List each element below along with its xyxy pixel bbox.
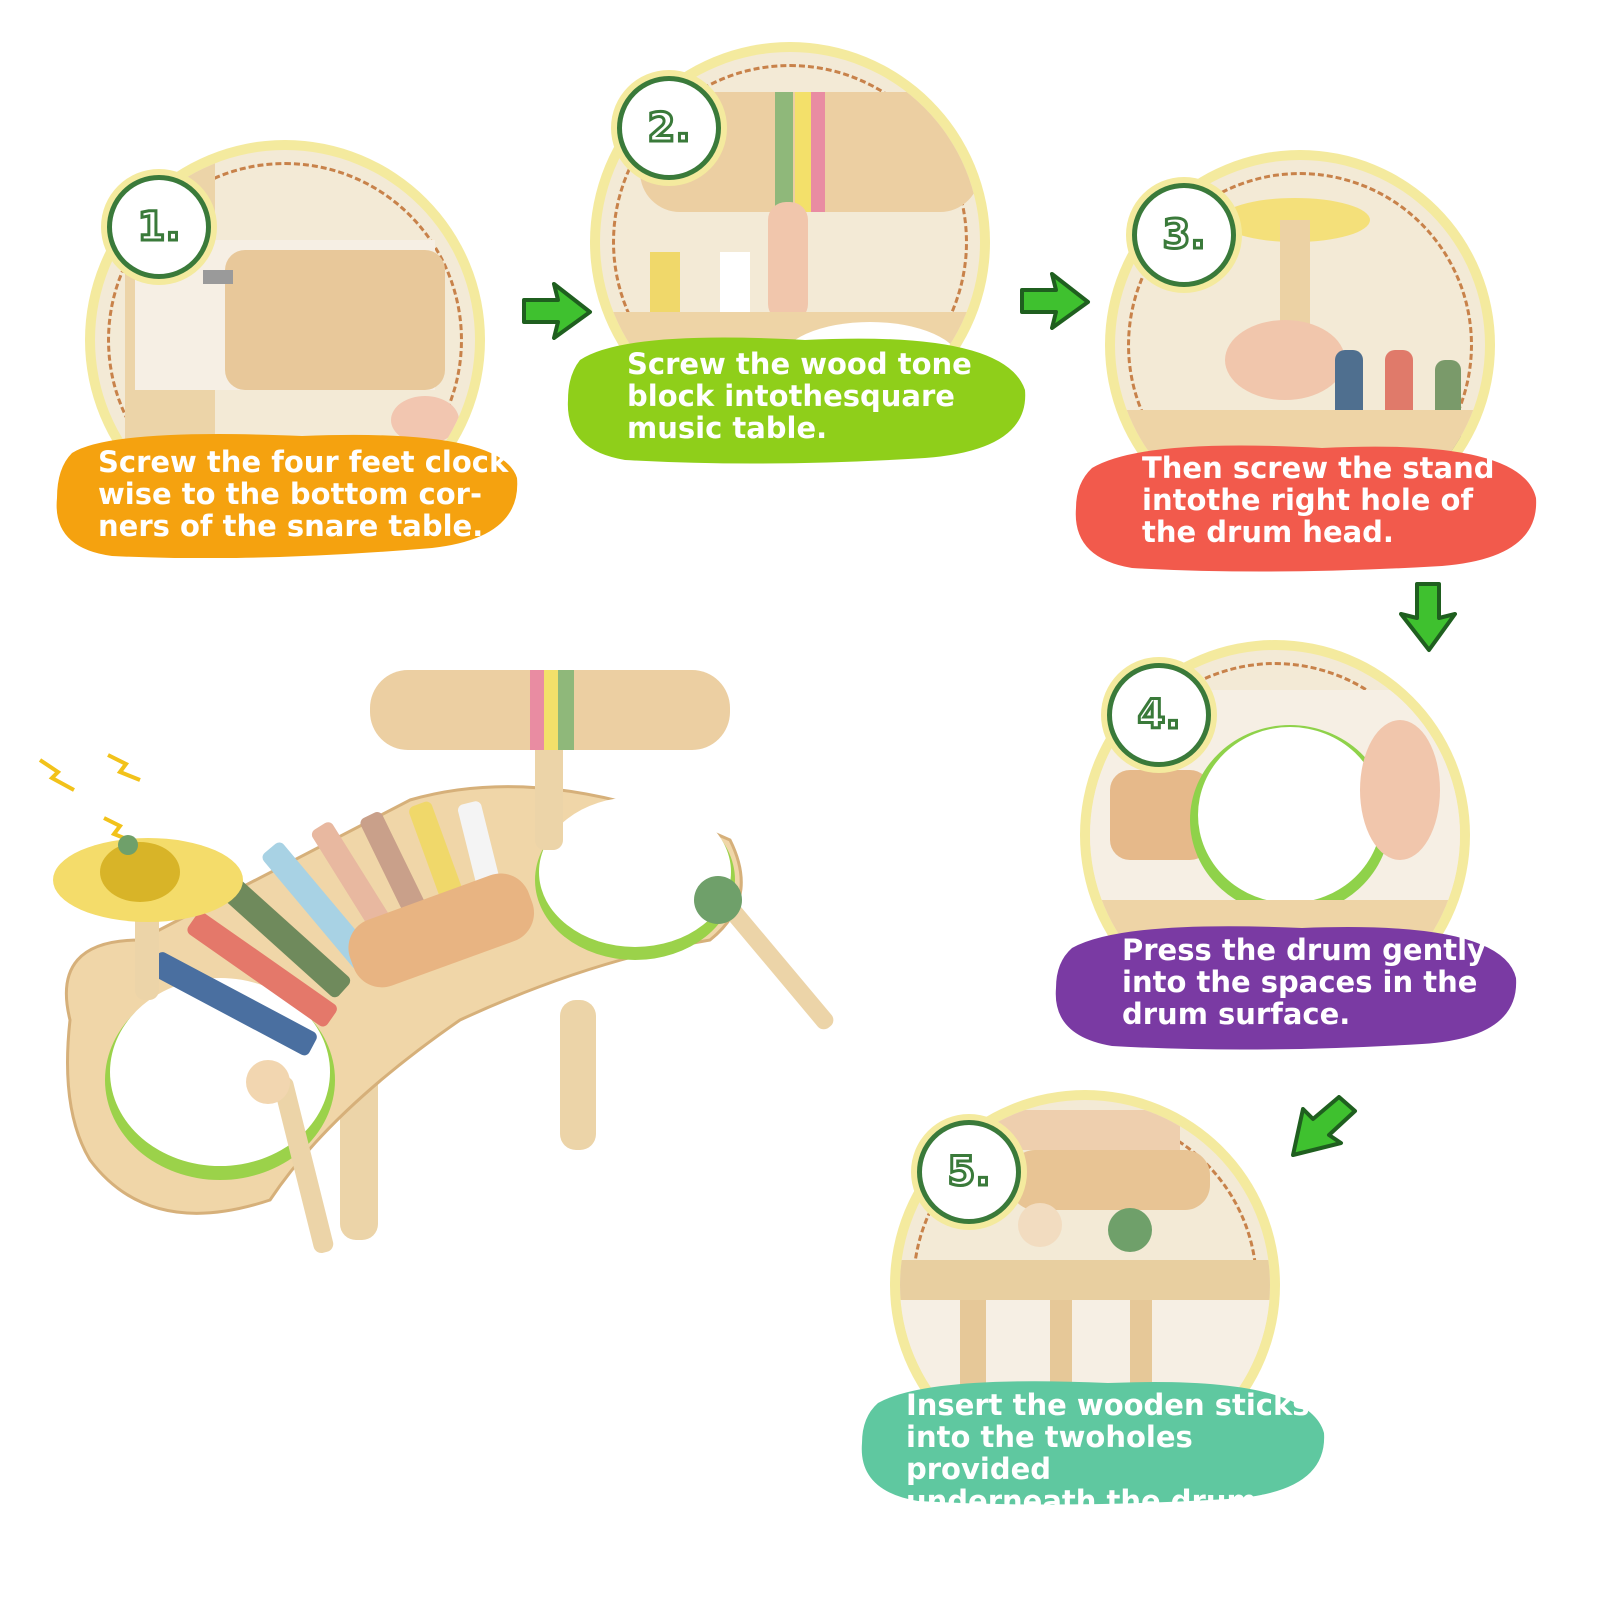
arrow-down-icon: [1397, 580, 1457, 654]
step-3-caption: Then screw the stand intothe right hole …: [1072, 438, 1540, 573]
spark-icon: [107, 753, 141, 782]
step-5-caption: Insert the wooden sticks into the twohol…: [858, 1375, 1328, 1517]
step-4-text: Press the drum gently into the spaces in…: [1122, 933, 1486, 1031]
step-4-caption-blob: [1055, 926, 1517, 1050]
step-3-caption-blob: [1075, 445, 1537, 572]
assembled-drum-table-photo: [30, 640, 850, 1270]
step-5-caption-blob: [861, 1381, 1325, 1505]
step-4-caption: Press the drum gently into the spaces in…: [1052, 920, 1520, 1050]
arrow-right-icon-2: [1018, 270, 1092, 330]
step-1-text: Screw the four feet clock- wise to the b…: [98, 445, 521, 543]
step-1-number-badge: 1.: [107, 175, 211, 279]
spark-icon: [38, 758, 75, 792]
step-2-text: Screw the wood tone block intothesquare …: [627, 347, 972, 445]
step-5-text: Insert the wooden sticks into the twohol…: [906, 1388, 1310, 1518]
step-2-number-badge: 2.: [617, 76, 721, 180]
step-3-number-badge: 3.: [1132, 183, 1236, 287]
step-1-caption: Screw the four feet clock- wise to the b…: [52, 428, 522, 558]
step-4-number-badge: 4.: [1107, 663, 1211, 767]
step-3-text: Then screw the stand intothe right hole …: [1142, 451, 1495, 549]
step-2-caption-blob: [567, 337, 1026, 464]
step-2-caption: Screw the wood tone block intothesquare …: [565, 330, 1030, 465]
arrow-down-left-icon: [1285, 1095, 1359, 1161]
step-1-caption-blob: [56, 434, 518, 558]
step-5-number-badge: 5.: [917, 1120, 1021, 1224]
arrow-right-icon-1: [520, 280, 594, 340]
